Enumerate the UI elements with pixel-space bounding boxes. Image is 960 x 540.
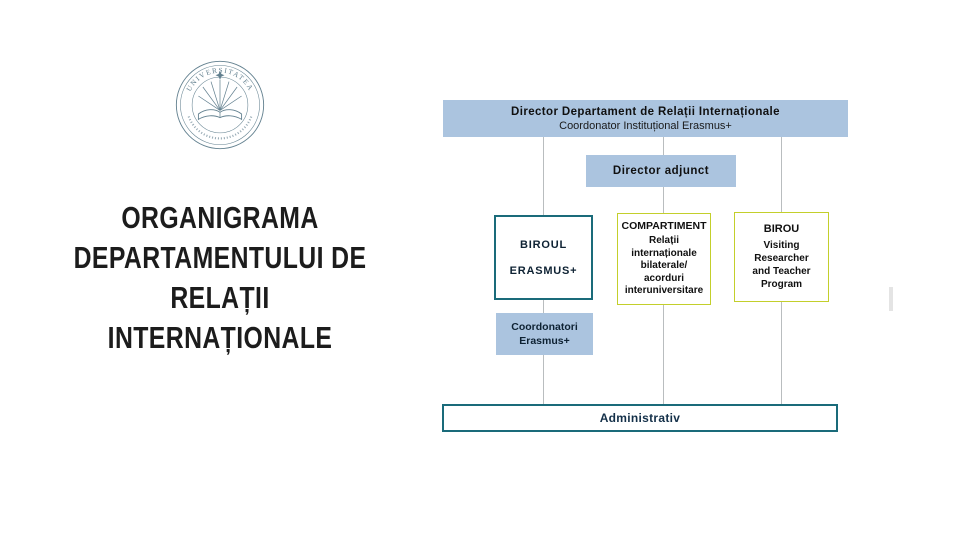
connector-line (543, 355, 544, 404)
connector-line (543, 137, 544, 215)
connector-line (663, 137, 664, 155)
compartiment-box: COMPARTIMENT Relații internaționale bila… (617, 213, 711, 305)
biroul-erasmus-line-1: BIROUL (520, 238, 567, 251)
title-line-4: INTERNAȚIONALE (107, 320, 333, 355)
coordonatori-line-1: Coordonatori (511, 321, 578, 333)
seal-rays (198, 79, 242, 111)
biroul-erasmus-box: BIROUL ERASMUS+ (494, 215, 593, 300)
administrativ-box: Administrativ (442, 404, 838, 432)
connector-line (781, 302, 782, 404)
connector-line (663, 305, 664, 404)
director-box: Director Departament de Relații Internaț… (443, 100, 848, 137)
connector-line (543, 300, 544, 313)
connector-line (781, 137, 782, 212)
biroul-erasmus-line-2: ERASMUS+ (509, 264, 578, 277)
compartiment-line-3: bilaterale/ acorduri (640, 260, 688, 284)
slide-title: ORGANIGRAMA DEPARTAMENTULUI DE RELAȚII I… (60, 198, 380, 358)
star-icon (215, 70, 225, 80)
title-line-2: DEPARTAMENTULUI DE (73, 240, 367, 275)
compartiment-line-4: interuniversitare (624, 285, 704, 297)
compartiment-line-2: internaționale (631, 247, 697, 259)
director-adjunct-box: Director adjunct (586, 155, 736, 187)
connector-line (663, 187, 664, 213)
birou-title: BIROU (763, 223, 800, 235)
coordonatori-line-2: Erasmus+ (519, 335, 570, 347)
coordonatori-box: Coordonatori Erasmus+ (496, 313, 593, 355)
compartiment-title: COMPARTIMENT (621, 220, 707, 233)
birou-visiting-box: BIROU Visiting Researcher and Teacher Pr… (734, 212, 829, 302)
title-line-3: RELAȚII (170, 280, 270, 315)
birou-line-1: Visiting Researcher (754, 240, 809, 264)
seal-middle-ring (180, 65, 260, 145)
university-seal-logo: UNIVERSITATEA (175, 60, 265, 150)
compartiment-line-1: Relații (648, 235, 679, 247)
title-line-1: ORGANIGRAMA (121, 200, 319, 235)
birou-line-3: Program (760, 279, 803, 290)
slide-edge-artifact (889, 287, 893, 311)
director-subtitle: Coordonator Instituțional Erasmus+ (559, 119, 732, 132)
director-adjunct-label: Director adjunct (612, 165, 710, 177)
administrativ-label: Administrativ (599, 411, 681, 425)
open-book-icon (197, 109, 243, 121)
director-title: Director Departament de Relații Internaț… (511, 105, 780, 118)
birou-line-2: and Teacher (752, 266, 811, 277)
seal-outer-ring (175, 60, 265, 150)
